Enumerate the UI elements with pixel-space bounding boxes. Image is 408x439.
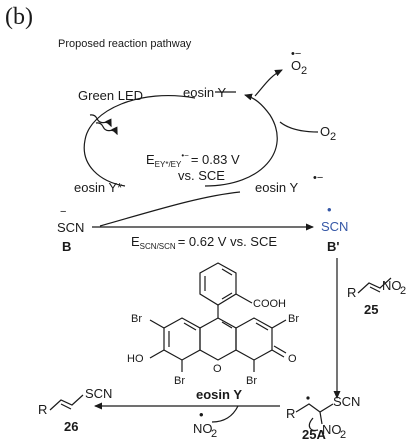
eosin-br-tr: Br xyxy=(288,313,299,325)
eosin-central-ring xyxy=(199,317,237,361)
intermediate-label-25a: 25A xyxy=(302,427,326,439)
oxygen-label: O xyxy=(320,124,330,139)
eosin-keto-bond xyxy=(271,345,287,358)
product-skeleton xyxy=(49,394,84,411)
intermediate-r: R xyxy=(286,406,295,421)
eosin-br-bl: Br xyxy=(174,375,185,387)
light-squiggle-1 xyxy=(89,114,112,128)
substrate-no2-sub: 2 xyxy=(400,285,406,297)
intermediate-radical-dot xyxy=(306,396,310,400)
substrate-no2: NO xyxy=(382,278,402,293)
eosin-right-double-bonds xyxy=(221,321,269,331)
substrate-label-25: 25 xyxy=(364,302,378,317)
substrate-25: R NO 2 25 xyxy=(333,258,406,399)
eosin-o-ring: O xyxy=(213,363,222,375)
intermediate-no2: NO xyxy=(322,422,342,437)
product-26: • NO 2 R SCN 26 xyxy=(38,386,280,439)
light-squiggle-2 xyxy=(95,122,118,136)
o2-in-arrow xyxy=(279,121,319,133)
substrate-r: R xyxy=(347,285,356,300)
byproduct-no2-sub: 2 xyxy=(211,428,217,439)
eosin-left-double-bonds xyxy=(168,322,197,347)
superoxide-mark: •− xyxy=(291,48,301,60)
intermediate-no2-sub: 2 xyxy=(340,429,346,439)
eosin-y-radical-label: eosin Y xyxy=(255,180,298,195)
cycle-arc-right xyxy=(204,93,278,187)
green-led-label: Green LED xyxy=(78,88,143,103)
eosin-phenyl-double-bonds xyxy=(204,268,233,300)
compound-b-prime-label: B' xyxy=(327,239,339,254)
thiocyanate-charge: − xyxy=(60,206,66,218)
product-scn: SCN xyxy=(85,386,112,401)
superoxide-label: O xyxy=(291,58,301,73)
scn-radical-label: SCN xyxy=(321,219,348,234)
o2-out-arrow xyxy=(254,69,283,97)
main-step: − SCN B • SCN B' ESCN/SCN= 0.62 V vs. SC… xyxy=(57,191,348,254)
product-label-26: 26 xyxy=(64,419,78,434)
eosin-br-br: Br xyxy=(246,375,257,387)
oxygen-sub: 2 xyxy=(330,131,336,143)
eosin-cooh-bond xyxy=(235,293,253,304)
compound-b-label: B xyxy=(62,239,71,254)
intermediate-scn: SCN xyxy=(333,394,360,409)
superoxide-sub: 2 xyxy=(301,65,307,77)
scn-radical-dot: • xyxy=(327,202,332,217)
eosin-y-name: eosin Y xyxy=(196,387,242,402)
byproduct-no2: NO xyxy=(193,421,213,436)
intermediate-skeleton xyxy=(295,403,334,425)
thiocyanate-label: SCN xyxy=(57,220,84,235)
potential-2: ESCN/SCN= 0.62 V vs. SCE xyxy=(131,234,277,251)
panel-label: (b) xyxy=(5,4,33,30)
substrate-skeleton xyxy=(357,277,392,294)
eosin-y-radical-mark: •− xyxy=(313,172,323,184)
eosin-br-tr-bond xyxy=(271,319,287,329)
eosin-y-star-label: eosin Y* xyxy=(74,180,122,195)
cycle-arc-left xyxy=(83,94,196,187)
no2-loss-curve xyxy=(211,405,239,423)
photocatalytic-cycle: Green LED eosin Y eosin Y* eosin Y •− •−… xyxy=(74,48,336,195)
intermediate-fragmentation-arrow xyxy=(308,417,319,431)
eosin-br-tl: Br xyxy=(131,313,142,325)
eosin-y-top-label: eosin Y xyxy=(183,85,226,100)
eosin-ho: HO xyxy=(127,353,144,365)
intermediate-25a: R SCN NO 2 25A xyxy=(286,394,360,439)
byproduct-dot: • xyxy=(199,407,204,422)
potential-1-reference: vs. SCE xyxy=(178,168,225,183)
eosin-ho-bond xyxy=(149,349,165,359)
eosin-o-keto: O xyxy=(288,353,297,365)
eosin-right-ring xyxy=(235,317,273,361)
main-arrow-curve xyxy=(99,191,241,227)
subtitle: Proposed reaction pathway xyxy=(58,38,192,50)
potential-1: EEY*/EY•−= 0.83 V xyxy=(146,151,240,169)
product-r: R xyxy=(38,402,47,417)
eosin-cooh-label: COOH xyxy=(253,298,286,310)
eosin-br-tl-bond xyxy=(149,319,165,329)
eosin-y-structure: COOH Br Br HO Br O Br O eosin Y xyxy=(127,262,299,402)
